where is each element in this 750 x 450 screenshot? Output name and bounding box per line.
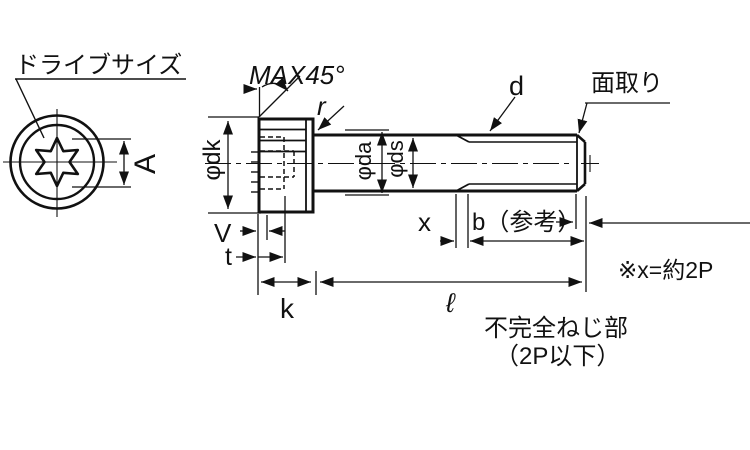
chamfer-label: 面取り bbox=[591, 70, 663, 97]
tip-chamfer-top bbox=[576, 134, 586, 143]
dim-t-label: t bbox=[225, 243, 232, 271]
head-chamfer-diagonal bbox=[258, 75, 301, 118]
dim-a-label: A bbox=[129, 154, 162, 174]
chamfer-leader bbox=[577, 102, 588, 134]
hidden-socket-lines bbox=[260, 136, 295, 190]
torx-recess-outline bbox=[34, 136, 80, 188]
note-incomplete-thread-line1: 不完全ねじ部 bbox=[484, 315, 628, 342]
tip-chamfer-bottom bbox=[576, 183, 586, 192]
fillet-r-label: r bbox=[317, 91, 327, 121]
dim-phi-da-label: φda bbox=[351, 141, 376, 181]
dim-k-label: k bbox=[280, 293, 295, 324]
head-chamfer-circle bbox=[18, 123, 96, 201]
drive-size-label: ドライブサイズ bbox=[15, 52, 182, 79]
thread-runout-top bbox=[455, 134, 470, 143]
dim-v-label: V bbox=[214, 218, 232, 248]
thread-runout-bottom bbox=[455, 183, 470, 192]
dim-x-label: x bbox=[418, 207, 431, 237]
dimension-lines bbox=[208, 77, 750, 295]
fillet-r-leader bbox=[317, 105, 345, 131]
note-x-approx: ※x=約2P bbox=[618, 257, 713, 283]
dim-length-label: ℓ bbox=[445, 288, 456, 318]
max45-label: MAX45° bbox=[249, 60, 345, 90]
note-incomplete-thread-line2: （2P以下） bbox=[495, 343, 620, 370]
drive-size-leader bbox=[15, 78, 45, 139]
head-outer-circle bbox=[9, 114, 105, 210]
dim-phi-dk-label: φdk bbox=[199, 139, 226, 181]
side-view-outline bbox=[205, 75, 599, 214]
dim-b-ref-label: b（参考） bbox=[472, 209, 581, 236]
angle-arc bbox=[261, 77, 289, 92]
head-serration-ticks bbox=[251, 151, 258, 193]
head-outline bbox=[257, 117, 315, 214]
head-front-view bbox=[3, 78, 186, 217]
thread-d-leader bbox=[489, 96, 516, 132]
dim-phi-ds-label: φds bbox=[383, 140, 408, 178]
thread-d-label: d bbox=[509, 71, 524, 101]
